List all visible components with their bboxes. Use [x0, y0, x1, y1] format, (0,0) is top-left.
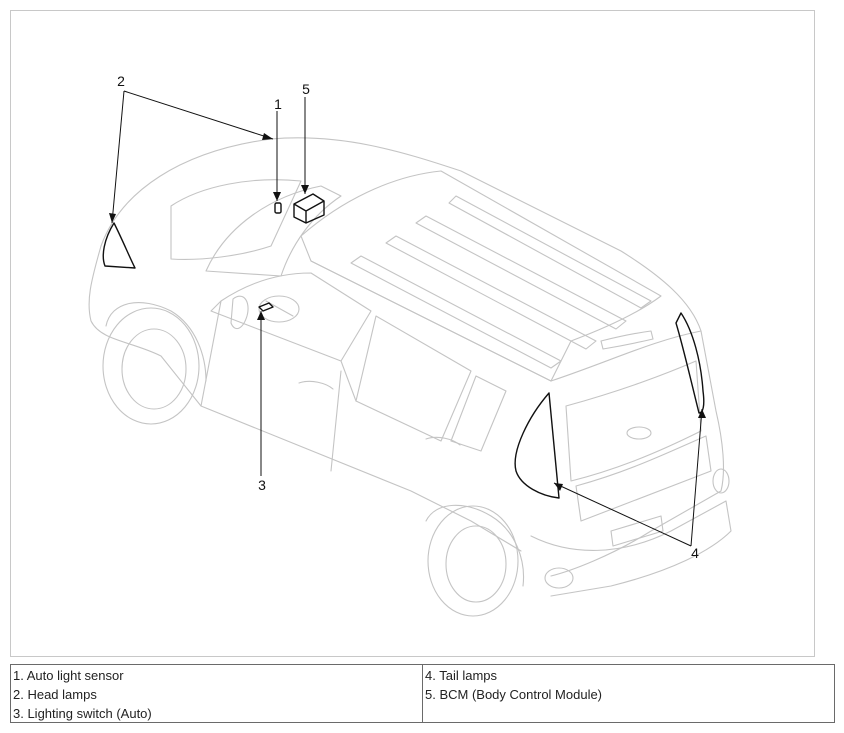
legend-item: 5. BCM (Body Control Module) — [425, 687, 603, 702]
leader-arrowheads — [109, 133, 706, 491]
leader-lines — [111, 90, 703, 547]
component-location-diagram: 2 1 5 3 4 — [10, 10, 815, 657]
legend-item: 2. Head lamps — [13, 687, 97, 702]
callout-3: 3 — [258, 477, 266, 493]
head-lamp-shape — [102, 222, 136, 269]
vehicle-illustration: 2 1 5 3 4 — [88, 73, 732, 617]
callout-1: 1 — [274, 96, 282, 112]
tail-lamp-right-shape — [675, 312, 705, 414]
legend-column-left: 1. Auto light sensor 2. Head lamps 3. Li… — [11, 665, 422, 722]
legend-column-right: 4. Tail lamps 5. BCM (Body Control Modul… — [422, 665, 834, 722]
car-body-outline — [88, 137, 732, 617]
auto-light-sensor-shape — [274, 202, 282, 214]
legend-item: 3. Lighting switch (Auto) — [13, 706, 152, 721]
callout-4: 4 — [691, 545, 699, 561]
legend-item: 1. Auto light sensor — [13, 668, 124, 683]
legend-table: 1. Auto light sensor 2. Head lamps 3. Li… — [10, 664, 835, 723]
legend-item: 4. Tail lamps — [425, 668, 498, 683]
callout-2: 2 — [117, 73, 125, 89]
bcm-shape — [293, 193, 325, 224]
callout-labels: 2 1 5 3 4 — [117, 73, 699, 561]
callout-5: 5 — [302, 81, 310, 97]
highlighted-components — [102, 193, 705, 499]
tail-lamp-left-shape — [514, 392, 560, 499]
lighting-switch-shape — [258, 302, 274, 312]
